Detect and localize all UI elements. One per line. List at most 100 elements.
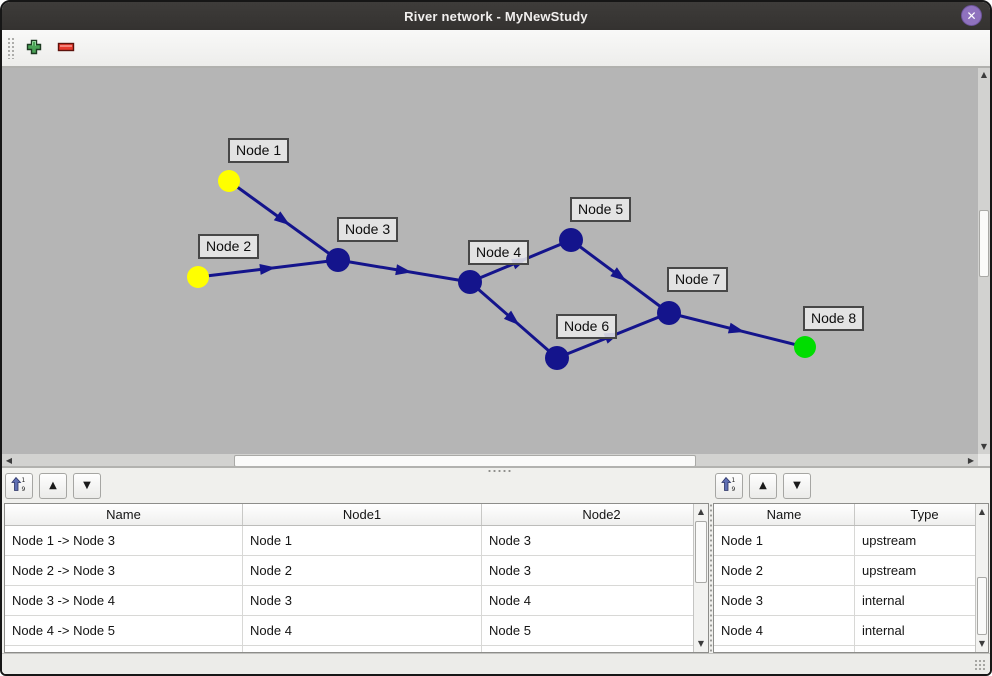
- river-node[interactable]: [559, 228, 583, 252]
- table-cell[interactable]: [5, 645, 243, 652]
- remove-icon: [57, 40, 75, 59]
- nodes-table-scrollbar[interactable]: ▲ ▼: [975, 504, 988, 652]
- river-node[interactable]: [657, 301, 681, 325]
- table-cell[interactable]: upstream: [854, 555, 988, 586]
- canvas-horizontal-scrollbar[interactable]: ◀ ▶: [2, 454, 978, 468]
- table-cell[interactable]: Node 4: [242, 615, 482, 646]
- table-cell[interactable]: Node 1 -> Node 3: [5, 525, 243, 556]
- links-table-scrollbar[interactable]: ▲ ▼: [693, 504, 708, 652]
- links-move-up-button[interactable]: ▲: [39, 473, 67, 499]
- table-cell[interactable]: Node 3: [481, 525, 708, 556]
- table-cell[interactable]: Node 5: [481, 615, 708, 646]
- scroll-down-icon[interactable]: ▼: [697, 639, 705, 648]
- scroll-up-icon[interactable]: ▲: [978, 507, 986, 516]
- nodes-move-down-button[interactable]: ▼: [783, 473, 811, 499]
- table-cell[interactable]: Node 1: [242, 525, 482, 556]
- node-label: Node 7: [667, 267, 729, 292]
- pane-splitter-handle[interactable]: [487, 469, 513, 473]
- table-row[interactable]: [714, 645, 988, 652]
- network-graph: [187, 170, 816, 370]
- nodes-scroll-thumb[interactable]: [977, 577, 987, 635]
- pane-splitter[interactable]: [2, 466, 990, 468]
- river-node[interactable]: [458, 270, 482, 294]
- column-header[interactable]: Type: [854, 504, 988, 526]
- table-cell[interactable]: [242, 645, 482, 652]
- title-bar[interactable]: River network - MyNewStudy ✕: [2, 2, 990, 30]
- down-arrow-icon: ▼: [793, 480, 801, 491]
- column-header[interactable]: Name: [714, 504, 855, 526]
- table-cell[interactable]: Node 3 -> Node 4: [5, 585, 243, 616]
- table-cell[interactable]: internal: [854, 585, 988, 616]
- sort-ascending-icon: 1 9: [11, 476, 27, 497]
- nodes-move-up-button[interactable]: ▲: [749, 473, 777, 499]
- table-cell[interactable]: Node 3: [242, 585, 482, 616]
- svg-text:9: 9: [22, 486, 26, 492]
- toolbar-drag-handle[interactable]: [7, 37, 14, 59]
- table-cell[interactable]: Node 2: [714, 555, 855, 586]
- close-button[interactable]: ✕: [961, 5, 982, 26]
- links-sort-button[interactable]: 1 9: [5, 473, 33, 499]
- down-arrow-icon: ▼: [83, 480, 91, 491]
- remove-node-button[interactable]: [52, 35, 80, 63]
- add-node-button[interactable]: [20, 35, 48, 63]
- node-label: Node 1: [228, 138, 290, 163]
- table-cell[interactable]: [714, 645, 855, 652]
- scroll-down-icon[interactable]: ▼: [978, 639, 986, 648]
- status-bar: [2, 653, 990, 674]
- svg-text:1: 1: [732, 477, 736, 484]
- scroll-left-icon[interactable]: ◀: [5, 456, 13, 465]
- table-cell[interactable]: [481, 645, 708, 652]
- table-cell[interactable]: internal: [854, 615, 988, 646]
- river-node[interactable]: [545, 346, 569, 370]
- column-header[interactable]: Node2: [481, 504, 708, 526]
- table-cell[interactable]: upstream: [854, 525, 988, 556]
- vertical-scroll-thumb[interactable]: [979, 210, 989, 277]
- up-arrow-icon: ▲: [49, 480, 57, 491]
- river-node[interactable]: [218, 170, 240, 192]
- canvas-vertical-scrollbar[interactable]: ▲ ▼: [978, 68, 990, 454]
- column-header[interactable]: Node1: [242, 504, 482, 526]
- table-cell[interactable]: [854, 645, 988, 652]
- river-node[interactable]: [187, 266, 209, 288]
- column-header[interactable]: Name: [5, 504, 243, 526]
- table-cell[interactable]: Node 3: [481, 555, 708, 586]
- window-title: River network - MyNewStudy: [404, 8, 588, 24]
- river-node[interactable]: [326, 248, 350, 272]
- table-cell[interactable]: Node 2 -> Node 3: [5, 555, 243, 586]
- node-label: Node 6: [556, 314, 618, 339]
- table-row[interactable]: [5, 645, 708, 652]
- scroll-up-icon[interactable]: ▲: [980, 70, 988, 79]
- table-cell[interactable]: Node 4 -> Node 5: [5, 615, 243, 646]
- node-label: Node 2: [198, 234, 260, 259]
- table-cell[interactable]: Node 4: [714, 615, 855, 646]
- resize-grip[interactable]: [974, 659, 986, 671]
- table-splitter-handle[interactable]: [709, 503, 714, 653]
- table-cell[interactable]: Node 3: [714, 585, 855, 616]
- up-arrow-icon: ▲: [759, 480, 767, 491]
- table-cell[interactable]: Node 1: [714, 525, 855, 556]
- flow-direction-arrow-icon: [727, 322, 745, 334]
- scroll-up-icon[interactable]: ▲: [697, 507, 705, 516]
- scroll-down-icon[interactable]: ▼: [980, 442, 988, 451]
- nodes-sort-button[interactable]: 1 9: [715, 473, 743, 499]
- river-node[interactable]: [794, 336, 816, 358]
- scroll-right-icon[interactable]: ▶: [967, 456, 975, 465]
- table-cell[interactable]: Node 2: [242, 555, 482, 586]
- links-move-down-button[interactable]: ▼: [73, 473, 101, 499]
- links-scroll-thumb[interactable]: [695, 521, 707, 583]
- node-label: Node 4: [468, 240, 530, 265]
- svg-text:9: 9: [732, 486, 736, 492]
- table-cell[interactable]: Node 4: [481, 585, 708, 616]
